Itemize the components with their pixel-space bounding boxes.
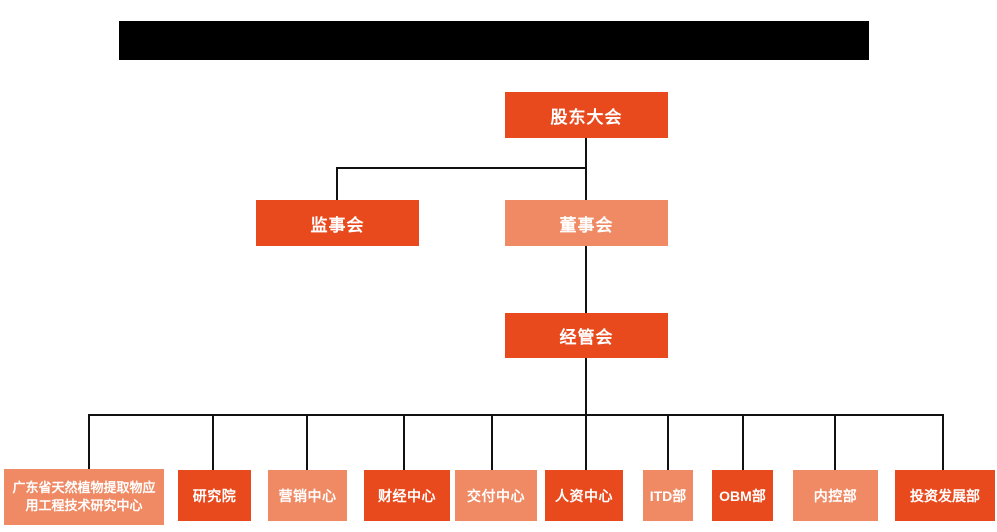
node-label: 研究院 (192, 487, 237, 504)
connector-directors-to-management (585, 246, 587, 313)
connector-dept-drop (88, 414, 90, 470)
connector-departments-bus (88, 414, 944, 416)
connector-dept-drop (585, 414, 587, 470)
org-node-hr-center: 人资中心 (545, 470, 623, 521)
node-label: OBM部 (719, 487, 766, 504)
connector-root-vertical (585, 138, 587, 168)
connector-dept-drop (667, 414, 669, 470)
org-node-delivery-center: 交付中心 (455, 470, 537, 521)
org-node-internal-control-department: 内控部 (793, 470, 878, 521)
org-node-obm-department: OBM部 (712, 470, 773, 521)
node-label: 投资发展部 (910, 487, 980, 504)
org-node-investment-development-department: 投资发展部 (895, 470, 995, 521)
connector-branch-horizontal (336, 167, 587, 169)
connector-directors-drop (585, 167, 587, 200)
connector-supervisory-drop (336, 167, 338, 200)
connector-dept-drop (403, 414, 405, 470)
node-label-line: 用工程技术研究中心 (25, 498, 143, 513)
connector-dept-drop (491, 414, 493, 470)
org-node-management-committee: 经管会 (505, 313, 668, 358)
connector-dept-drop (942, 414, 944, 470)
org-node-research-institute: 研究院 (178, 470, 251, 521)
node-label: 人资中心 (555, 487, 613, 504)
connector-dept-drop (834, 414, 836, 470)
node-label: 董事会 (559, 215, 614, 235)
node-label: 营销中心 (278, 487, 337, 504)
org-node-finance-center: 财经中心 (364, 470, 450, 521)
connector-management-to-bus (585, 358, 587, 415)
node-label-line: 广东省天然植物提取物应 (12, 480, 156, 496)
node-label: 内控部 (813, 487, 858, 504)
org-node-marketing-center: 营销中心 (268, 470, 347, 521)
connector-dept-drop (212, 414, 214, 470)
redacted-title-bar (119, 21, 869, 60)
org-node-supervisory-board: 监事会 (256, 200, 419, 246)
node-label: 财经中心 (378, 487, 436, 504)
org-node-shareholders-meeting: 股东大会 (505, 92, 668, 138)
connector-dept-drop (306, 414, 308, 470)
org-node-gd-plant-extract-research-center: 广东省天然植物提取物应 用工程技术研究中心 (4, 469, 164, 525)
org-node-itd-department: ITD部 (643, 470, 693, 521)
node-label: 监事会 (310, 215, 365, 235)
node-label: ITD部 (649, 487, 687, 504)
node-label: 交付中心 (467, 487, 525, 504)
org-node-board-of-directors: 董事会 (505, 200, 668, 246)
node-label: 经管会 (559, 328, 614, 347)
node-label: 股东大会 (550, 107, 623, 127)
connector-dept-drop (742, 414, 744, 470)
